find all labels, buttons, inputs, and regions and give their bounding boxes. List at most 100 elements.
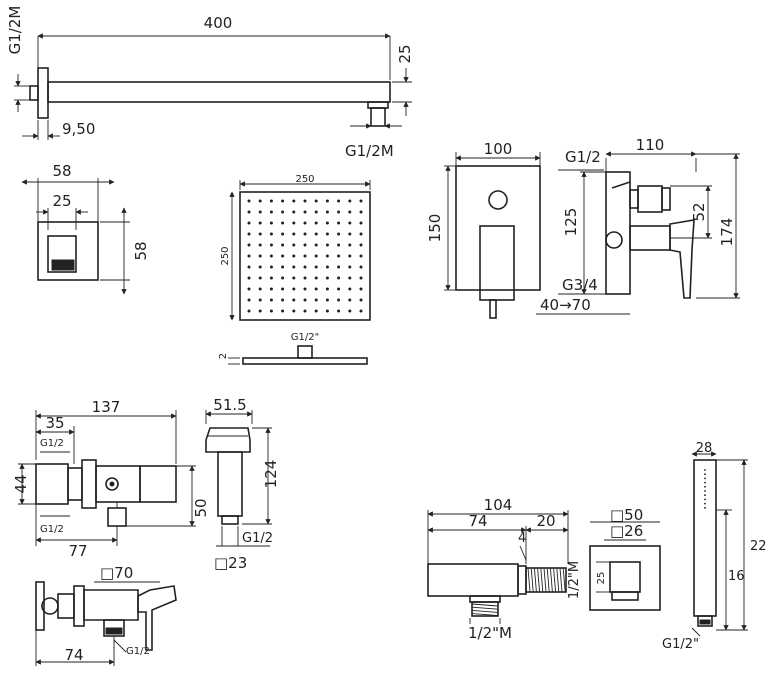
elbow-bottom-thread-label: 1/2"M <box>468 624 512 642</box>
nozzle-dot <box>325 309 329 313</box>
nozzle-dot <box>337 243 341 247</box>
stop-valve-74-label: 74 <box>64 646 83 664</box>
mixer-125-label: 125 <box>562 208 580 237</box>
arm-height-label: 25 <box>396 44 414 63</box>
mixer-top-thread-label: G1/2 <box>565 148 601 166</box>
nozzle-dot <box>258 232 262 236</box>
nozzle-dot <box>303 298 307 302</box>
nozzle-dot <box>292 265 296 269</box>
mixer-width-label: 100 <box>484 140 513 158</box>
elbow-4-label: 4 <box>518 531 526 546</box>
nozzle-dot <box>314 199 318 203</box>
nozzle-dot <box>258 287 262 291</box>
stop-valve-drawing: □70 74 G1/2 <box>35 564 177 666</box>
hand-shower-drawing: 28 22 16 G1/2" <box>662 441 767 652</box>
outlet-front-drawing: □50 □26 25 <box>589 506 661 611</box>
nozzle-dot <box>359 309 363 313</box>
hand-shower-thread-label: G1/2" <box>662 637 699 652</box>
hand-shower-length-label: 22 <box>750 539 767 554</box>
nozzle-dot <box>281 287 285 291</box>
hand-nozzle-dot <box>704 481 706 484</box>
nozzle-dot <box>247 199 251 203</box>
nozzle-dot <box>281 309 285 313</box>
elbow-side-thread-label: 1/2"M <box>567 561 582 599</box>
nozzle-dot <box>359 243 363 247</box>
nozzle-dot <box>247 265 251 269</box>
nozzle-dot <box>281 221 285 225</box>
nozzle-dot <box>247 298 251 302</box>
mixer-front-drawing: 100 150 <box>426 140 541 319</box>
nozzle-dot <box>258 265 262 269</box>
head-width-label: 250 <box>295 174 314 185</box>
hand-nozzle-dot <box>704 469 706 471</box>
arm-bottom-thread-label: G1/2M <box>345 142 394 160</box>
nozzle-dot <box>258 254 262 258</box>
bidet-height-label: 44 <box>12 474 30 493</box>
mixer-174-label: 174 <box>718 218 736 247</box>
nozzle-dot <box>292 298 296 302</box>
nozzle-dot <box>292 276 296 280</box>
nozzle-dot <box>348 243 352 247</box>
nozzle-dot <box>303 210 307 214</box>
nozzle-dot <box>314 221 318 225</box>
elbow-74-label: 74 <box>468 512 487 530</box>
nozzle-dot <box>292 254 296 258</box>
hand-nozzle-dot <box>704 506 706 509</box>
nozzle-dot <box>281 265 285 269</box>
nozzle-dot <box>281 210 285 214</box>
nozzle-dot <box>314 232 318 236</box>
mixer-depth-label: 110 <box>636 136 665 154</box>
arm-flange-drawing: 58 25 58 <box>21 162 150 295</box>
nozzle-dot <box>325 254 329 258</box>
bidet-valve-drawing: 137 35 G1/2 44 50 G1/2 77 <box>12 398 210 560</box>
nozzle-dot <box>258 210 262 214</box>
nozzle-dot <box>359 298 363 302</box>
nozzle-dot <box>292 210 296 214</box>
bidet-77-label: 77 <box>68 542 87 560</box>
hand-nozzle-dot <box>704 485 706 488</box>
bidet-bottom-thread-label: G1/2 <box>40 524 64 535</box>
hand-nozzle-dot <box>704 490 706 492</box>
nozzle-dot <box>281 243 285 247</box>
nozzle-dot <box>325 287 329 291</box>
flange-outer-label: 58 <box>52 162 71 180</box>
bidet-35-label: 35 <box>45 414 64 432</box>
nozzle-dot <box>314 309 318 313</box>
spray-thread-label: G1/2 <box>242 531 273 546</box>
elbow-side-thread <box>525 567 567 593</box>
nozzle-dot <box>359 232 363 236</box>
nozzle-dot <box>247 243 251 247</box>
nozzle-dot <box>303 287 307 291</box>
elbow-bottom-thread <box>471 601 499 617</box>
nozzle-dot <box>337 309 341 313</box>
nozzle-dot <box>303 254 307 258</box>
mixer-52-label: 52 <box>690 202 708 221</box>
head-thread-label: G1/2" <box>291 332 319 343</box>
nozzle-dot <box>269 265 273 269</box>
nozzle-dot <box>359 265 363 269</box>
nozzle-dot <box>292 309 296 313</box>
nozzle-dot <box>348 309 352 313</box>
arm-flange-depth-label: 9,50 <box>62 120 95 138</box>
nozzle-dot <box>281 276 285 280</box>
nozzle-dot <box>348 199 352 203</box>
nozzle-dot <box>258 199 262 203</box>
stop-valve-square-label: □70 <box>100 564 133 582</box>
nozzle-dot <box>281 254 285 258</box>
nozzle-dot <box>269 298 273 302</box>
nozzle-dot <box>337 199 341 203</box>
mixer-range-label: 40→70 <box>540 296 591 314</box>
nozzle-dot <box>325 243 329 247</box>
nozzle-dot <box>337 265 341 269</box>
nozzle-dot <box>325 210 329 214</box>
nozzle-dot <box>247 276 251 280</box>
hand-nozzle-dot <box>704 494 706 497</box>
bidet-50-label: 50 <box>192 498 210 517</box>
nozzle-dot <box>348 254 352 258</box>
bidet-top-thread-label: G1/2 <box>40 438 64 449</box>
nozzle-dot <box>348 221 352 225</box>
nozzle-dot <box>337 232 341 236</box>
nozzle-dot <box>325 276 329 280</box>
nozzle-dot <box>247 309 251 313</box>
nozzle-dot <box>325 298 329 302</box>
